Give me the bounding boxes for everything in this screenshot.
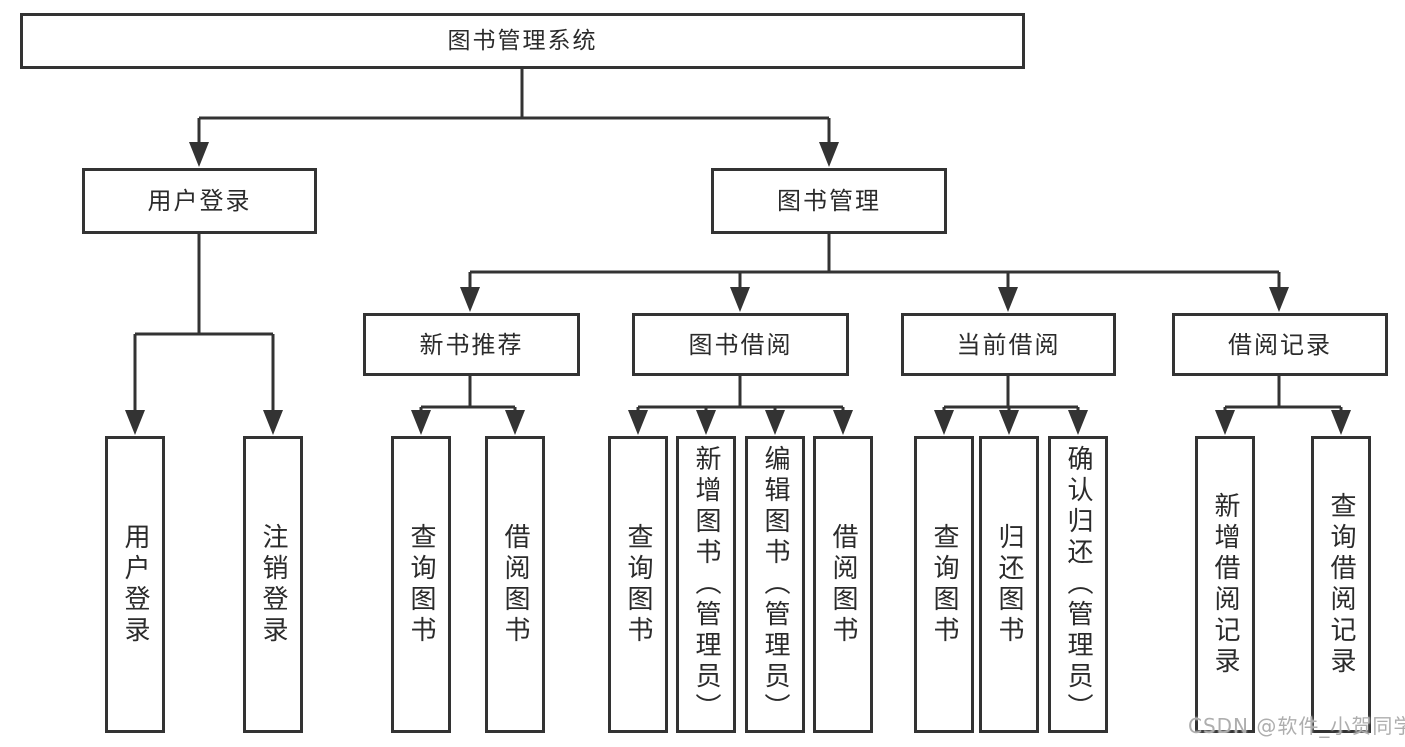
arrow-icon xyxy=(1068,410,1088,435)
connector-root-to-level2 xyxy=(197,69,831,144)
leaf-add-book-admin: 新增图书（管理员） xyxy=(676,436,736,733)
leaf-query-borrow-record-label: 查询借阅记录 xyxy=(1326,491,1356,678)
leaf-confirm-return-admin-label: 确认归还（管理员） xyxy=(1063,445,1093,724)
leaf-user-login: 用户登录 xyxy=(105,436,165,733)
leaf-edit-book-admin-label: 编辑图书（管理员） xyxy=(760,445,790,724)
connector-current-to-leaves xyxy=(942,376,1080,414)
arrow-icon xyxy=(1331,410,1351,435)
arrow-icon xyxy=(411,410,431,435)
arrow-icon xyxy=(998,287,1018,312)
node-borrow-records-label: 借阅记录 xyxy=(1228,330,1332,359)
node-root: 图书管理系统 xyxy=(20,13,1025,69)
arrow-icon xyxy=(819,142,839,167)
connector-borrow-to-leaves xyxy=(636,376,845,414)
leaf-borrow-books-recommend-label: 借阅图书 xyxy=(500,522,530,647)
leaf-edit-book-admin: 编辑图书（管理员） xyxy=(745,436,805,733)
node-new-book-recommend: 新书推荐 xyxy=(363,313,580,376)
connector-mgmt-to-level3 xyxy=(468,234,1281,290)
arrow-icon xyxy=(765,410,785,435)
arrow-icon xyxy=(189,142,209,167)
arrow-icon xyxy=(1215,410,1235,435)
arrow-icon xyxy=(125,410,145,435)
node-book-borrow-label: 图书借阅 xyxy=(688,330,793,359)
leaf-borrow-books-recommend: 借阅图书 xyxy=(485,436,545,733)
leaf-confirm-return-admin: 确认归还（管理员） xyxy=(1048,436,1108,733)
leaf-query-books-current: 查询图书 xyxy=(914,436,974,733)
node-user-login: 用户登录 xyxy=(82,168,317,234)
node-current-borrow: 当前借阅 xyxy=(901,313,1116,376)
leaf-query-books-borrow: 查询图书 xyxy=(608,436,668,733)
connector-recommend-to-leaves xyxy=(419,376,517,414)
leaf-logout: 注销登录 xyxy=(243,436,303,733)
arrow-icon xyxy=(999,410,1019,435)
leaf-add-book-admin-label: 新增图书（管理员） xyxy=(691,445,721,724)
arrow-icon xyxy=(460,287,480,312)
connector-records-to-leaves xyxy=(1223,376,1343,414)
leaf-return-book-label: 归还图书 xyxy=(994,522,1024,647)
connector-login-to-leaves xyxy=(133,234,275,414)
arrow-icon xyxy=(730,287,750,312)
leaf-return-book: 归还图书 xyxy=(979,436,1039,733)
node-borrow-records: 借阅记录 xyxy=(1172,313,1388,376)
leaf-query-books-current-label: 查询图书 xyxy=(929,522,959,647)
node-user-login-label: 用户登录 xyxy=(147,187,252,215)
node-book-management: 图书管理 xyxy=(711,168,947,234)
leaf-query-books-recommend-label: 查询图书 xyxy=(406,522,436,647)
leaf-logout-label: 注销登录 xyxy=(258,522,288,647)
node-root-label: 图书管理系统 xyxy=(447,27,598,54)
leaf-borrow-books: 借阅图书 xyxy=(813,436,873,733)
node-book-management-label: 图书管理 xyxy=(777,187,881,215)
arrow-icon xyxy=(505,410,525,435)
leaf-add-borrow-record-label: 新增借阅记录 xyxy=(1210,491,1240,678)
leaf-user-login-label: 用户登录 xyxy=(120,522,150,647)
leaf-query-books-borrow-label: 查询图书 xyxy=(623,522,653,647)
node-new-book-recommend-label: 新书推荐 xyxy=(419,330,524,359)
leaf-query-books-recommend: 查询图书 xyxy=(391,436,451,733)
leaf-add-borrow-record: 新增借阅记录 xyxy=(1195,436,1255,733)
arrow-icon xyxy=(833,410,853,435)
leaf-query-borrow-record: 查询借阅记录 xyxy=(1311,436,1371,733)
watermark: CSDN @软件_小贺同学 xyxy=(1188,714,1405,738)
arrow-icon xyxy=(934,410,954,435)
arrow-icon xyxy=(696,410,716,435)
arrow-icon xyxy=(628,410,648,435)
arrow-icon xyxy=(1269,287,1289,312)
leaf-borrow-books-label: 借阅图书 xyxy=(828,522,858,647)
node-current-borrow-label: 当前借阅 xyxy=(956,330,1061,359)
arrow-icon xyxy=(263,410,283,435)
node-book-borrow: 图书借阅 xyxy=(632,313,849,376)
